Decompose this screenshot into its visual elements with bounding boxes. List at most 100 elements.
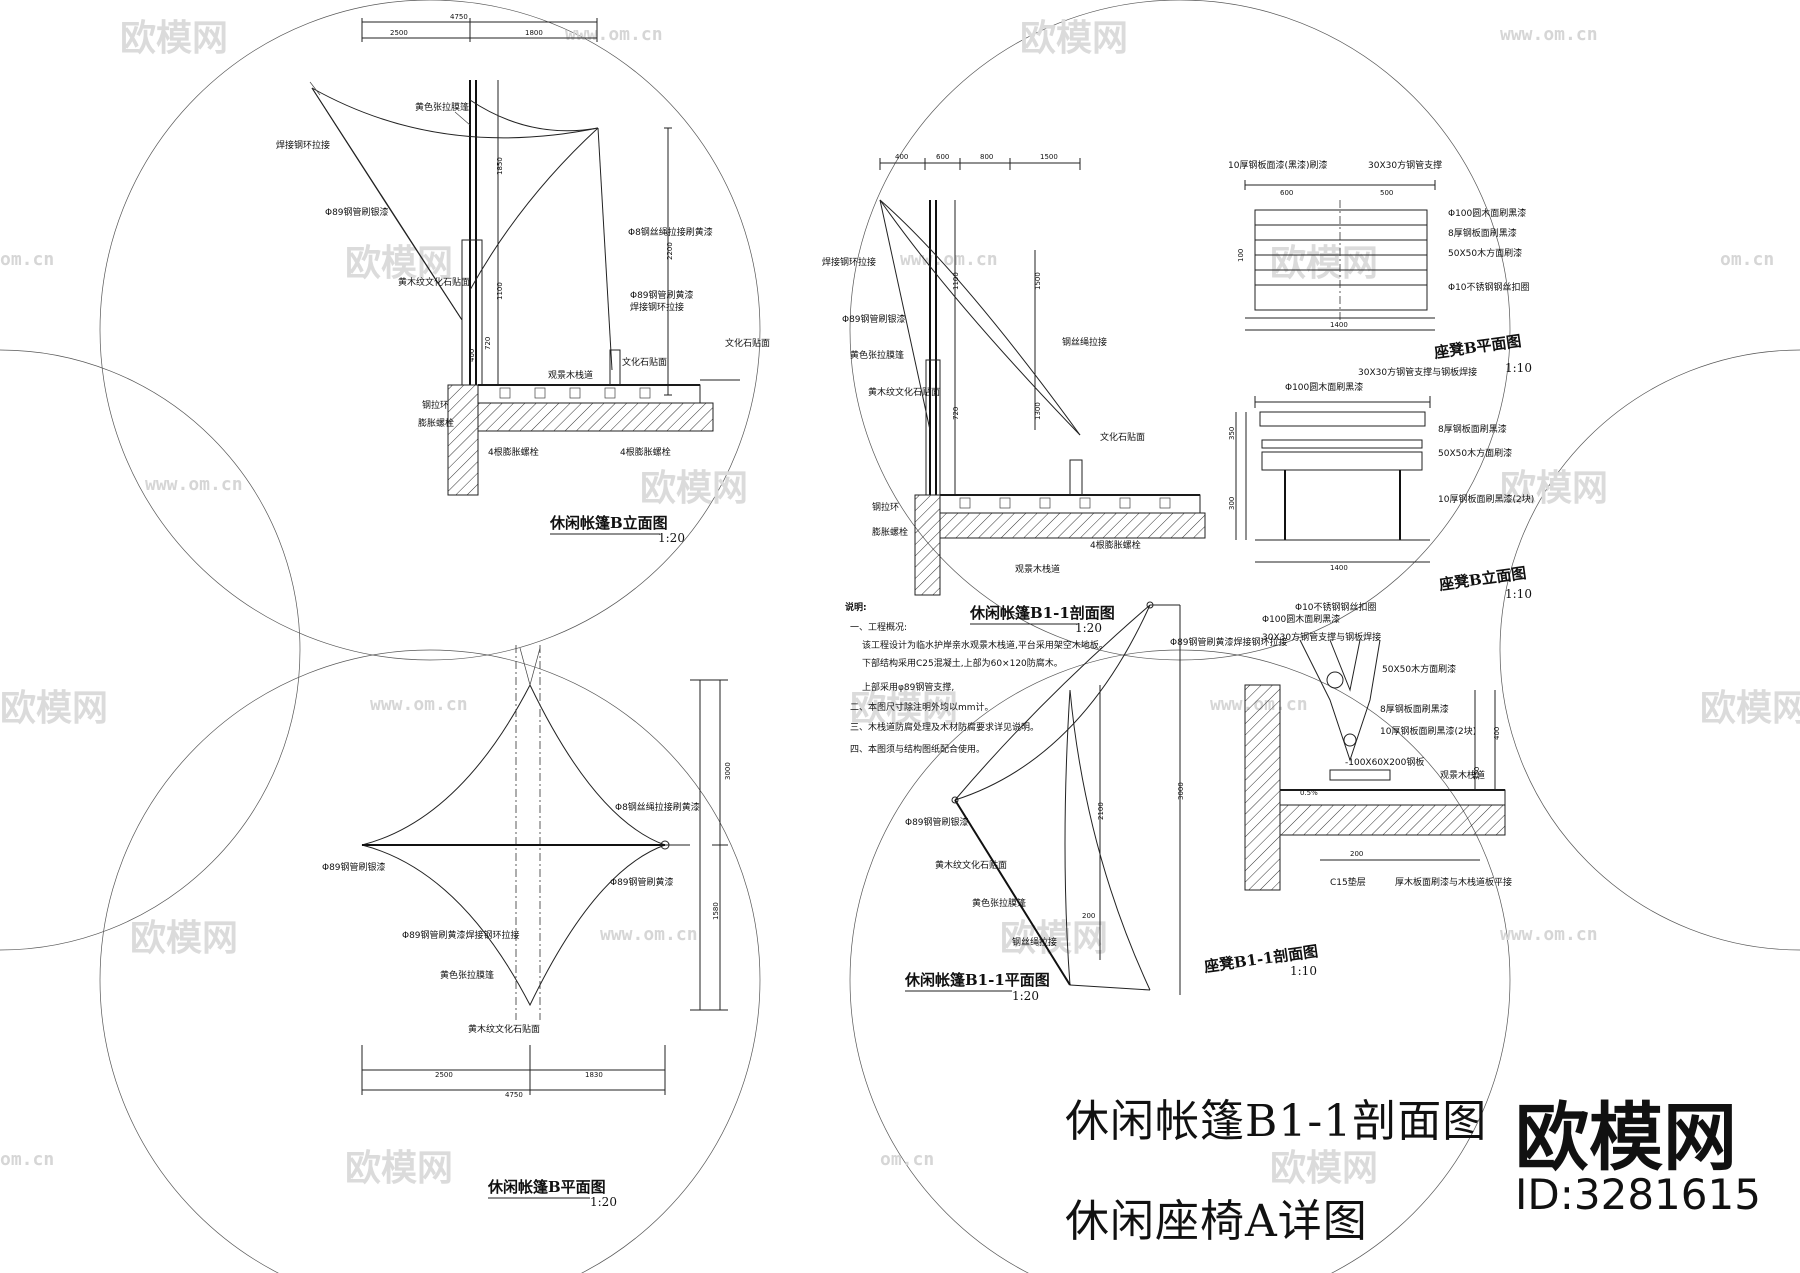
tent-b1-section: 400 600 800 1500 1100 720 1500 1300 焊接钢环… (822, 153, 1206, 635)
tent-b-elevation: 4750 2500 1800 2200 1850 1100 720 400 (276, 13, 770, 545)
svg-text:欧模网: 欧模网 (640, 468, 748, 509)
svg-text:三、木栈道防腐处理及木材防腐要求详见说明。: 三、木栈道防腐处理及木材防腐要求详见说明。 (850, 721, 1039, 733)
svg-text:2500: 2500 (390, 29, 408, 37)
svg-text:2200: 2200 (666, 242, 674, 260)
svg-text:欧模网: 欧模网 (1270, 243, 1378, 284)
svg-text:1:20: 1:20 (1012, 989, 1039, 1003)
svg-text:黄木纹文化石贴面: 黄木纹文化石贴面 (468, 1023, 540, 1035)
svg-text:欧模网: 欧模网 (120, 18, 228, 59)
svg-text:8厚钢板面刷黑漆: 8厚钢板面刷黑漆 (1448, 227, 1517, 239)
svg-text:1:20: 1:20 (1075, 621, 1102, 635)
svg-text:50X50木方面刷漆: 50X50木方面刷漆 (1448, 247, 1522, 259)
svg-text:om.cn: om.cn (0, 249, 54, 270)
svg-text:2100: 2100 (1097, 802, 1105, 820)
svg-text:800: 800 (980, 153, 993, 161)
tent-b-plan: 3000 1580 2500 1830 4750 Φ89钢管刷银漆 Φ8钢丝绳拉… (322, 645, 732, 1209)
svg-text:4根膨胀螺栓: 4根膨胀螺栓 (620, 446, 671, 458)
svg-text:1830: 1830 (585, 1071, 603, 1079)
svg-text:二、本图尺寸除注明外均以mm计。: 二、本图尺寸除注明外均以mm计。 (850, 701, 994, 713)
svg-text:Φ89钢管刷黄漆: Φ89钢管刷黄漆 (610, 876, 674, 888)
svg-text:1400: 1400 (1330, 564, 1348, 572)
svg-text:上部采用φ89钢管支撑,: 上部采用φ89钢管支撑, (862, 681, 954, 693)
svg-text:3000: 3000 (1177, 782, 1185, 800)
svg-text:Φ10不锈钢钢丝扣圈: Φ10不锈钢钢丝扣圈 (1295, 601, 1377, 613)
svg-text:300: 300 (1228, 497, 1236, 510)
svg-text:Φ100圆木面刷黑漆: Φ100圆木面刷黑漆 (1448, 207, 1526, 219)
svg-text:www.om.cn: www.om.cn (600, 924, 698, 945)
svg-text:欧模网: 欧模网 (1020, 18, 1128, 59)
brand-id: ID:3281615 (1515, 1170, 1761, 1219)
svg-text:欧模网: 欧模网 (1270, 1148, 1378, 1189)
svg-text:www.om.cn: www.om.cn (565, 24, 663, 45)
svg-text:一、工程概况:: 一、工程概况: (850, 621, 907, 633)
svg-text:30X30方钢管支撑: 30X30方钢管支撑 (1368, 159, 1442, 171)
svg-text:-100X60X200钢板: -100X60X200钢板 (1345, 756, 1424, 768)
svg-text:文化石贴面: 文化石贴面 (1100, 431, 1145, 443)
svg-text:10厚钢板面刷黑漆(2块): 10厚钢板面刷黑漆(2块) (1380, 725, 1476, 737)
svg-text:8厚钢板面刷黑漆: 8厚钢板面刷黑漆 (1438, 423, 1507, 435)
svg-text:30X30方钢管支撑与钢板焊接: 30X30方钢管支撑与钢板焊接 (1262, 631, 1381, 643)
bench-b-elevation: 1400 350 300 Φ100圆木面刷黑漆 30X30方钢管支撑与钢板焊接 … (1228, 366, 1534, 601)
svg-text:720: 720 (952, 407, 960, 420)
svg-text:厚木板面刷漆与木栈道板平接: 厚木板面刷漆与木栈道板平接 (1395, 876, 1512, 888)
svg-text:焊接钢环拉接: 焊接钢环拉接 (822, 256, 876, 268)
svg-text:观景木栈道: 观景木栈道 (1440, 769, 1485, 781)
svg-text:观景木栈道: 观景木栈道 (1015, 563, 1060, 575)
svg-text:720: 720 (484, 337, 492, 350)
svg-text:欧模网: 欧模网 (345, 1148, 453, 1189)
svg-text:30X30方钢管支撑与钢板焊接: 30X30方钢管支撑与钢板焊接 (1358, 366, 1477, 378)
svg-text:钢丝绳拉接: 钢丝绳拉接 (1012, 936, 1057, 948)
svg-text:焊接钢环拉接: 焊接钢环拉接 (630, 301, 684, 313)
watermark-url: www.om.cn www.om.cn om.cn www.om.cn om.c… (0, 24, 1774, 1170)
svg-text:om.cn: om.cn (880, 1149, 934, 1170)
svg-text:黄木纹文化石贴面: 黄木纹文化石贴面 (398, 276, 470, 288)
svg-text:350: 350 (1228, 427, 1236, 440)
svg-text:www.om.cn: www.om.cn (900, 249, 998, 270)
tent-b1-plan: 3000 2100 200 Φ89钢管刷黄漆焊接钢环拉接 Φ89钢管刷银漆 黄木… (904, 601, 1288, 1003)
svg-text:1800: 1800 (525, 29, 543, 37)
tent-b1-section-title: 休闲帐篷B1-1剖面图 (969, 604, 1115, 622)
svg-text:200: 200 (1350, 850, 1363, 858)
svg-text:欧模网: 欧模网 (1700, 688, 1800, 729)
svg-text:400: 400 (1493, 727, 1501, 740)
svg-text:1100: 1100 (496, 282, 504, 300)
brand-logo-text: 欧模网 (1515, 1095, 1737, 1181)
svg-text:1:10: 1:10 (1505, 361, 1532, 375)
svg-text:1:10: 1:10 (1505, 587, 1532, 601)
svg-text:黄色张拉膜篷: 黄色张拉膜篷 (415, 101, 469, 113)
svg-text:3000: 3000 (724, 762, 732, 780)
svg-text:文化石贴面: 文化石贴面 (622, 356, 667, 368)
svg-text:Φ89钢管刷银漆: Φ89钢管刷银漆 (325, 206, 389, 218)
svg-text:膨胀螺栓: 膨胀螺栓 (418, 417, 454, 429)
svg-text:50X50木方面刷漆: 50X50木方面刷漆 (1382, 663, 1456, 675)
svg-text:欧模网: 欧模网 (130, 918, 238, 959)
svg-text:Φ89钢管刷黄漆焊接钢环拉接: Φ89钢管刷黄漆焊接钢环拉接 (402, 929, 520, 941)
notes-block: 说明: 一、工程概况: 该工程设计为临水护岸亲水观景木栈道,平台采用架空木地板。… (845, 601, 1108, 755)
svg-text:om.cn: om.cn (1720, 249, 1774, 270)
svg-text:1100: 1100 (952, 272, 960, 290)
svg-text:100: 100 (1237, 249, 1245, 262)
svg-text:www.om.cn: www.om.cn (1500, 924, 1598, 945)
svg-text:四、本图须与结构图纸配合使用。: 四、本图须与结构图纸配合使用。 (850, 743, 985, 755)
svg-text:4根膨胀螺栓: 4根膨胀螺栓 (1090, 539, 1141, 551)
bench-b1-section: 400 350 200 0.5% Φ10不锈钢钢丝扣圈 Φ100圆木面刷黑漆 3… (1202, 601, 1512, 978)
svg-text:黄色张拉膜篷: 黄色张拉膜篷 (850, 349, 904, 361)
tent-b-plan-title: 休闲帐篷B平面图 (487, 1178, 606, 1196)
svg-text:黄木纹文化石贴面: 黄木纹文化石贴面 (935, 859, 1007, 871)
svg-text:该工程设计为临水护岸亲水观景木栈道,平台采用架空木地板。: 该工程设计为临水护岸亲水观景木栈道,平台采用架空木地板。 (862, 639, 1108, 651)
svg-text:Φ10不锈钢钢丝扣圈: Φ10不锈钢钢丝扣圈 (1448, 281, 1530, 293)
svg-text:1580: 1580 (712, 902, 720, 920)
svg-text:黄木纹文化石贴面: 黄木纹文化石贴面 (868, 386, 940, 398)
svg-text:黄色张拉膜篷: 黄色张拉膜篷 (972, 897, 1026, 909)
svg-text:www.om.cn: www.om.cn (1500, 24, 1598, 45)
svg-text:10厚钢板面漆(黑漆)刷漆: 10厚钢板面漆(黑漆)刷漆 (1228, 159, 1327, 171)
svg-text:4750: 4750 (450, 13, 468, 21)
svg-text:1400: 1400 (1330, 321, 1348, 329)
main-title-line2: 休闲座椅A详图 (1065, 1196, 1368, 1247)
svg-text:1500: 1500 (1040, 153, 1058, 161)
svg-text:Φ100圆木面刷黑漆: Φ100圆木面刷黑漆 (1285, 381, 1363, 393)
svg-text:2500: 2500 (435, 1071, 453, 1079)
svg-text:600: 600 (936, 153, 949, 161)
svg-text:1850: 1850 (496, 157, 504, 175)
